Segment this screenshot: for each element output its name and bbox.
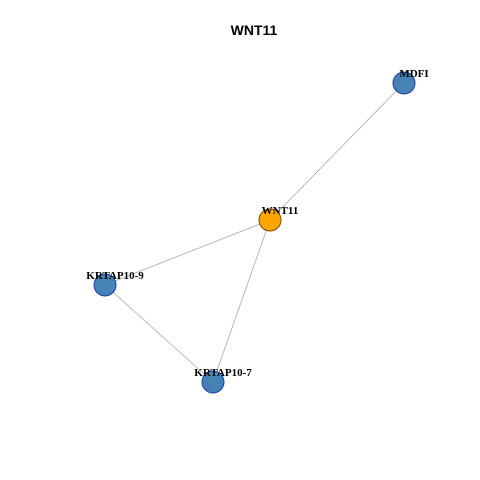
node-krtap10-7[interactable] [201,370,225,394]
edge-wnt11-krtap10-7 [212,219,271,383]
graph-title: WNT11 [231,22,278,38]
node-label-mdfi: MDFI [399,68,428,80]
node-label-krtap10-9: KRTAP10-9 [86,270,144,282]
node-label-krtap10-7: KRTAP10-7 [194,367,252,379]
nodes-layer [93,71,416,394]
edge-krtap10-9-krtap10-7 [104,284,214,383]
node-label-wnt11: WNT11 [262,205,299,217]
edge-wnt11-krtap10-9 [104,219,271,286]
node-krtap10-9[interactable] [93,273,117,297]
node-wnt11[interactable] [258,208,282,232]
node-mdfi[interactable] [392,71,416,95]
edge-wnt11-mdfi [269,82,405,221]
edges-layer [104,82,405,383]
